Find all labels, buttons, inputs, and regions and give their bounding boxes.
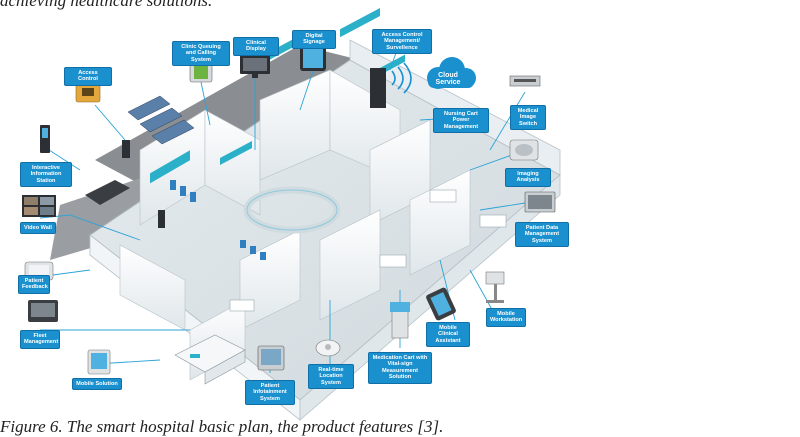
label-medical-image-switch: Medical Image Switch: [510, 105, 546, 131]
kiosk: [122, 140, 130, 158]
label-clinical-display: Clinical Display: [233, 37, 279, 56]
rtls-icon: [315, 339, 341, 357]
label-fleet-management: Fleet Management: [20, 330, 60, 349]
mobile-workstation-icon: [485, 271, 505, 303]
mobile-clinical-icon: [426, 287, 456, 321]
label-nursing-cart: Nursing Cart Power Management: [433, 108, 489, 134]
medical-image-switch-icon: [509, 75, 541, 87]
kiosk-2: [158, 210, 165, 228]
patient-infotainment-icon: [257, 345, 285, 371]
label-imaging-analysis: Imaging Analysis: [505, 168, 551, 187]
label-access-control: Access Control: [64, 67, 112, 86]
label-mobile-clinical: Mobile Clinical Assistant: [426, 322, 470, 348]
label-video-wall: Video Wall: [20, 222, 56, 235]
intro-text: achieving healthcare solutions.: [0, 0, 213, 10]
label-patient-feedback: Patient Feedback: [18, 275, 50, 294]
cloud-icon: [427, 57, 476, 89]
car: [85, 180, 130, 205]
label-patient-data: Patient Data Management System: [515, 222, 569, 248]
figure-caption: Figure 6. The smart hospital basic plan,…: [0, 417, 444, 436]
solar-panels: [127, 95, 195, 145]
label-mobile-workstation: Mobile Workstation: [486, 308, 526, 327]
label-clinic-queuing: Clinic Queuing and Calling System: [172, 41, 230, 67]
label-access-control-mgmt: Access Control Management/ Survellence: [372, 29, 432, 55]
interactive-station-icon: [40, 125, 50, 153]
label-digital-signage: Digital Signage: [292, 30, 336, 49]
medication-cart-icon: [390, 302, 410, 339]
mobile-solution-icon: [87, 349, 111, 375]
label-mobile-solution: Mobile Solution: [72, 378, 122, 391]
digital-signage-icon: [300, 45, 326, 71]
cloud-service-label: Cloud Service: [435, 72, 461, 86]
waiting-chairs: [170, 180, 266, 260]
server-rack: [370, 68, 386, 108]
patient-data-icon: [524, 191, 556, 213]
access-control-icon: [75, 81, 101, 103]
partition-walls: [119, 69, 471, 381]
beds: [229, 189, 507, 312]
clinical-display-icon: [240, 55, 270, 78]
label-rtls: Real-time Location System: [308, 364, 354, 390]
fleet-management-icon: [28, 300, 58, 322]
imaging-analysis-icon: [509, 139, 539, 161]
label-medication-cart: Medication Cart with Vital-sign Measurem…: [368, 352, 432, 384]
video-wall-icon: [22, 195, 56, 217]
label-patient-infotainment: Patient Infotainment System: [245, 380, 295, 406]
ambulance: [174, 334, 246, 385]
label-interactive-info: Interactive Information Station: [20, 162, 72, 188]
clinic-queuing-icon: [189, 61, 213, 83]
road: [50, 175, 150, 260]
wireless-signal-icon: [391, 62, 412, 94]
